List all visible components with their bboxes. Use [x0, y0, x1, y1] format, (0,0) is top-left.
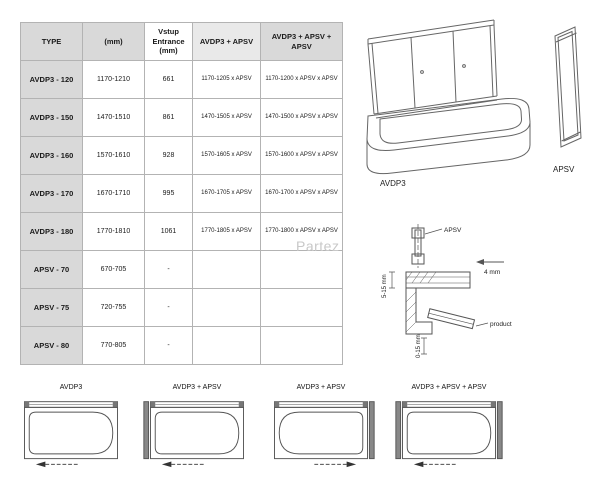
pictogram-avdp3-apsv-right: AVDP3 + APSV — [260, 384, 382, 478]
size-cell: 670-705 — [82, 250, 145, 289]
size-cell: 1170-1210 — [82, 60, 145, 99]
apsv-caption: APSV — [553, 165, 575, 174]
mounting-detail-drawing: APSV 4 mm product 5-15 mm 0-15 mm — [372, 222, 532, 362]
pictogram-avdp3: AVDP3 — [10, 384, 132, 478]
size-cell: 720-755 — [82, 288, 145, 327]
combo1-cell: 1170-1205 x APSV — [192, 60, 261, 99]
detail-apsv-label: APSV — [444, 227, 462, 234]
table-row: APSV - 80 770-805 - — [20, 326, 343, 365]
combo2-cell — [260, 288, 343, 327]
entrance-cell: 861 — [144, 98, 193, 137]
combo2-cell — [260, 326, 343, 365]
type-cell: APSV - 80 — [20, 326, 83, 365]
detail-gap-label: 4 mm — [484, 269, 500, 276]
table-row: AVDP3 - 170 1670-1710 995 1670-1705 x AP… — [20, 174, 343, 213]
combo1-cell: 1670-1705 x APSV — [192, 174, 261, 213]
size-cell: 1470-1510 — [82, 98, 145, 137]
entrance-cell: - — [144, 250, 193, 289]
combo2-cell: 1670-1700 x APSV x APSV — [260, 174, 343, 213]
table-row: AVDP3 - 180 1770-1810 1061 1770-1805 x A… — [20, 212, 343, 251]
col-header-type: TYPE — [20, 22, 83, 61]
size-table: TYPE (mm) Vstup Entrance (mm) AVDP3 + AP… — [20, 22, 343, 365]
apsv-panel-drawing: APSV — [543, 22, 595, 182]
table-row: APSV - 75 720-755 - — [20, 288, 343, 327]
type-cell: AVDP3 - 160 — [20, 136, 83, 175]
entrance-cell: - — [144, 326, 193, 365]
table-row: AVDP3 - 160 1570-1610 928 1570-1605 x AP… — [20, 136, 343, 175]
pictogram-avdp3-apsv-apsv-svg — [395, 401, 503, 468]
combo1-cell: 1470-1505 x APSV — [192, 98, 261, 137]
type-cell: AVDP3 - 180 — [20, 212, 83, 251]
type-cell: AVDP3 - 120 — [20, 60, 83, 99]
size-cell: 770-805 — [82, 326, 145, 365]
detail-dim-side-label: 5-15 mm — [382, 274, 388, 298]
col-header-combo1: AVDP3 + APSV — [192, 22, 261, 61]
pictogram-title: AVDP3 + APSV — [172, 384, 222, 391]
col-header-mm: (mm) — [82, 22, 145, 61]
entrance-cell: 661 — [144, 60, 193, 99]
combo2-cell: 1170-1200 x APSV x APSV — [260, 60, 343, 99]
size-cell: 1670-1710 — [82, 174, 145, 213]
table-row: AVDP3 - 120 1170-1210 661 1170-1205 x AP… — [20, 60, 343, 99]
detail-dim-bottom-label: 0-15 mm — [416, 334, 422, 358]
combo1-cell: 1570-1605 x APSV — [192, 136, 261, 175]
avdp3-bath-drawing: AVDP3 — [352, 12, 542, 190]
apsv-panel-svg: APSV — [553, 26, 582, 174]
avdp3-bath-svg: AVDP3 — [366, 19, 531, 188]
table-row: AVDP3 - 150 1470-1510 861 1470-1505 x AP… — [20, 98, 343, 137]
entrance-cell: 1061 — [144, 212, 193, 251]
watermark: Partez — [296, 238, 340, 254]
pictogram-avdp3-apsv-left: AVDP3 + APSV — [136, 384, 258, 478]
combo1-cell: 1770-1805 x APSV — [192, 212, 261, 251]
pictogram-avdp3-apsv-left-svg — [143, 401, 244, 468]
pictogram-avdp3-apsv-right-svg — [274, 401, 375, 468]
type-cell: APSV - 70 — [20, 250, 83, 289]
pictogram-title: AVDP3 + APSV + APSV — [411, 384, 487, 391]
entrance-cell: - — [144, 288, 193, 327]
col-header-combo2: AVDP3 + APSV + APSV — [260, 22, 343, 61]
pictogram-avdp3-svg — [24, 401, 118, 468]
pictogram-title: AVDP3 — [59, 384, 83, 391]
table-row: APSV - 70 670-705 - — [20, 250, 343, 289]
type-cell: AVDP3 - 170 — [20, 174, 83, 213]
col-header-entrance: Vstup Entrance (mm) — [144, 22, 193, 61]
type-cell: APSV - 75 — [20, 288, 83, 327]
entrance-cell: 928 — [144, 136, 193, 175]
table-header-row: TYPE (mm) Vstup Entrance (mm) AVDP3 + AP… — [20, 22, 343, 61]
combo2-cell — [260, 250, 343, 289]
pictogram-avdp3-apsv-apsv: AVDP3 + APSV + APSV — [382, 384, 516, 478]
mounting-detail-svg: APSV 4 mm product 5-15 mm 0-15 mm — [382, 224, 512, 358]
detail-product-label: product — [490, 321, 512, 328]
combo1-cell — [192, 326, 261, 365]
combo2-cell: 1570-1600 x APSV x APSV — [260, 136, 343, 175]
combo2-cell: 1770-1800 x APSV x APSV — [260, 212, 343, 251]
combo1-cell — [192, 250, 261, 289]
avdp3-caption: AVDP3 — [380, 179, 406, 188]
combo1-cell — [192, 288, 261, 327]
combo2-cell: 1470-1500 x APSV x APSV — [260, 98, 343, 137]
type-cell: AVDP3 - 150 — [20, 98, 83, 137]
entrance-cell: 995 — [144, 174, 193, 213]
size-cell: 1570-1610 — [82, 136, 145, 175]
pictogram-title: AVDP3 + APSV — [296, 384, 346, 391]
size-cell: 1770-1810 — [82, 212, 145, 251]
